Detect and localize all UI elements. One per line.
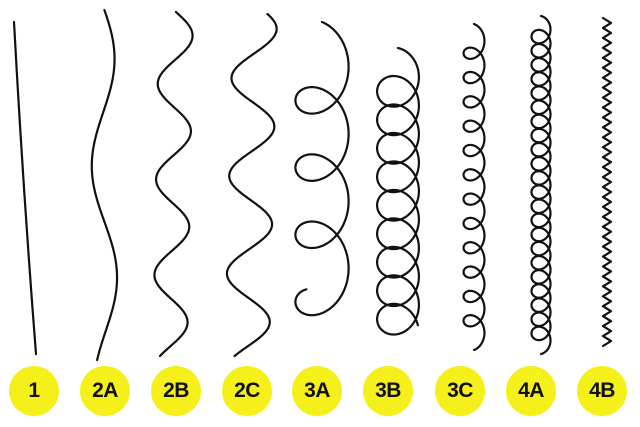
hair-strand-3b	[376, 46, 420, 336]
hair-strand-1	[12, 20, 38, 356]
badge-label: 2A	[92, 379, 118, 402]
badge-label: 3B	[375, 379, 401, 402]
hair-strand-2b	[153, 10, 194, 358]
hair-strand-2a	[90, 8, 119, 362]
badge-type-4a: 4A	[506, 366, 556, 416]
badge-label: 3A	[304, 379, 330, 402]
badge-label: 4B	[589, 379, 615, 402]
badge-type-4b: 4B	[577, 366, 627, 416]
hair-strand-4a	[530, 14, 552, 356]
badge-type-2a: 2A	[80, 366, 130, 416]
badge-type-3c: 3C	[435, 366, 485, 416]
badge-type-3b: 3B	[363, 366, 413, 416]
badge-type-2c: 2C	[222, 366, 272, 416]
badge-label: 4A	[518, 379, 544, 402]
badge-type-1: 1	[9, 366, 59, 416]
hair-strand-2c	[225, 12, 278, 358]
badge-type-2b: 2B	[151, 366, 201, 416]
badge-label: 3C	[447, 379, 473, 402]
badge-label: 2C	[234, 379, 260, 402]
badge-label: 1	[28, 379, 40, 402]
hair-strand-4b	[601, 16, 613, 348]
badge-type-3a: 3A	[292, 366, 342, 416]
badge-label: 2B	[163, 379, 189, 402]
hair-strand-3c	[462, 22, 486, 352]
hair-strand-3a	[294, 20, 350, 317]
